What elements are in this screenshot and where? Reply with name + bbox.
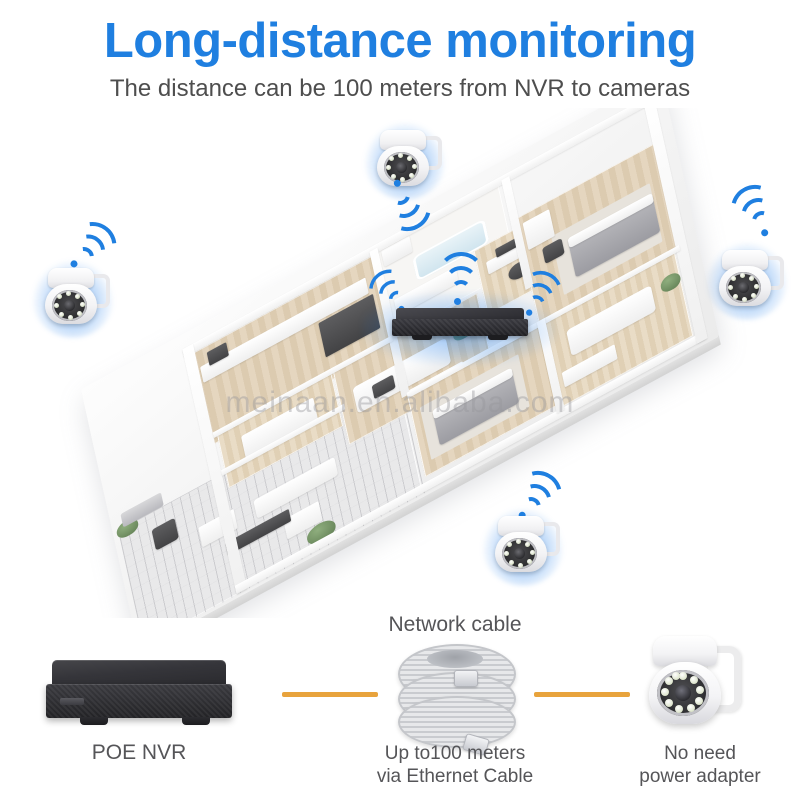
- header: Long-distance monitoring The distance ca…: [0, 0, 800, 104]
- page-title: Long-distance monitoring: [103, 14, 697, 68]
- ir-led: [749, 276, 754, 281]
- nvr-foot: [412, 335, 432, 340]
- ptz-camera-product: [643, 636, 741, 744]
- nvr-front-panel: [46, 684, 232, 718]
- ir-led: [665, 677, 673, 685]
- camera-bracket: [88, 274, 110, 308]
- ir-led: [751, 293, 756, 298]
- nvr-top-face: [396, 308, 524, 320]
- camera-label-line2: power adapter: [639, 766, 761, 787]
- ir-led: [672, 672, 680, 680]
- connector-line-1: [282, 692, 378, 697]
- ir-led: [527, 559, 532, 564]
- ir-led: [68, 315, 73, 320]
- ir-led: [400, 177, 405, 182]
- ethernet-cable-coil: [398, 644, 516, 756]
- ptz-camera-second-bedroom: [482, 508, 564, 586]
- cable-label-line2: via Ethernet Cable: [376, 766, 534, 787]
- rj45-connector: [454, 670, 478, 687]
- cable-label-line1: Up to100 meters: [384, 743, 526, 764]
- ir-led: [57, 294, 62, 299]
- cable-center-hole: [427, 650, 483, 668]
- ir-led: [661, 688, 669, 696]
- ir-led: [80, 302, 85, 307]
- nvr-front-face: [392, 319, 528, 336]
- wifi-arc-large: [437, 252, 485, 300]
- ir-led: [696, 686, 704, 694]
- ir-led: [530, 550, 535, 555]
- camera-bracket: [762, 256, 784, 290]
- page-subtitle: The distance can be 100 meters from NVR …: [109, 75, 691, 102]
- ir-led: [59, 312, 64, 317]
- ptz-camera-master-bedroom: [706, 242, 788, 320]
- ir-led: [742, 297, 747, 302]
- ir-led: [740, 273, 745, 278]
- camera-bracket: [538, 522, 560, 556]
- camera-lens: [738, 282, 749, 293]
- poe-nvr-in-scene: [362, 292, 558, 366]
- ir-led: [389, 156, 394, 161]
- camera-lens-face: [726, 272, 761, 303]
- ir-led: [690, 676, 698, 684]
- camera-lens: [675, 685, 691, 701]
- ir-led: [54, 303, 59, 308]
- ir-led: [75, 294, 80, 299]
- ir-led: [687, 704, 695, 712]
- ir-led: [675, 705, 683, 713]
- nvr-top-face: [52, 660, 226, 686]
- nvr-foot: [182, 717, 210, 725]
- ir-led: [679, 672, 687, 680]
- ir-led: [66, 291, 71, 296]
- camera-lens-face: [657, 670, 709, 716]
- connector-line-2: [534, 692, 630, 697]
- poe-nvr-label: POE NVR: [91, 741, 187, 764]
- poe-nvr-product: [44, 660, 234, 730]
- camera-cap: [722, 250, 768, 270]
- ptz-camera-patio: [32, 260, 114, 338]
- camera-cap: [653, 636, 717, 666]
- camera-lens: [396, 162, 407, 173]
- camera-lens: [64, 300, 75, 311]
- floorplan-scene: meinaan.en.alibaba.com: [0, 108, 800, 618]
- cable-ring: [398, 696, 516, 748]
- ir-led: [733, 294, 738, 299]
- ir-led: [731, 276, 736, 281]
- ir-led: [386, 165, 391, 170]
- product-row: POE NVR Network cable Up to100 meters vi…: [0, 612, 800, 800]
- nvr-foot: [488, 335, 508, 340]
- camera-lens-face: [502, 538, 537, 569]
- ir-led: [754, 284, 759, 289]
- ir-led: [398, 153, 403, 158]
- ir-led: [412, 164, 417, 169]
- camera-cap: [498, 516, 544, 536]
- network-cable-caption: Up to100 meters via Ethernet Cable: [355, 742, 555, 788]
- network-cable-heading-wrap: Network cable: [355, 612, 555, 637]
- camera-lens: [514, 548, 525, 559]
- ir-led: [516, 539, 521, 544]
- ir-led: [665, 699, 673, 707]
- camera-cap: [380, 130, 426, 150]
- ir-led: [504, 551, 509, 556]
- camera-lens-face: [52, 290, 87, 321]
- ir-led: [728, 285, 733, 290]
- ir-led: [407, 156, 412, 161]
- network-cable-heading: Network cable: [388, 613, 522, 636]
- ir-led: [77, 311, 82, 316]
- ir-led: [507, 542, 512, 547]
- poe-nvr-caption: POE NVR: [44, 740, 234, 765]
- camera-label-line1: No need: [664, 743, 736, 764]
- ir-led: [695, 697, 703, 705]
- nvr-power-button: [60, 698, 84, 705]
- nvr-foot: [80, 717, 108, 725]
- ir-led: [391, 174, 396, 179]
- ptz-camera-caption: No need power adapter: [610, 742, 790, 788]
- ir-led: [518, 563, 523, 568]
- camera-bracket: [420, 136, 442, 170]
- ir-led: [525, 542, 530, 547]
- camera-bracket: [708, 646, 741, 712]
- camera-cap: [48, 268, 94, 288]
- ir-led: [509, 560, 514, 565]
